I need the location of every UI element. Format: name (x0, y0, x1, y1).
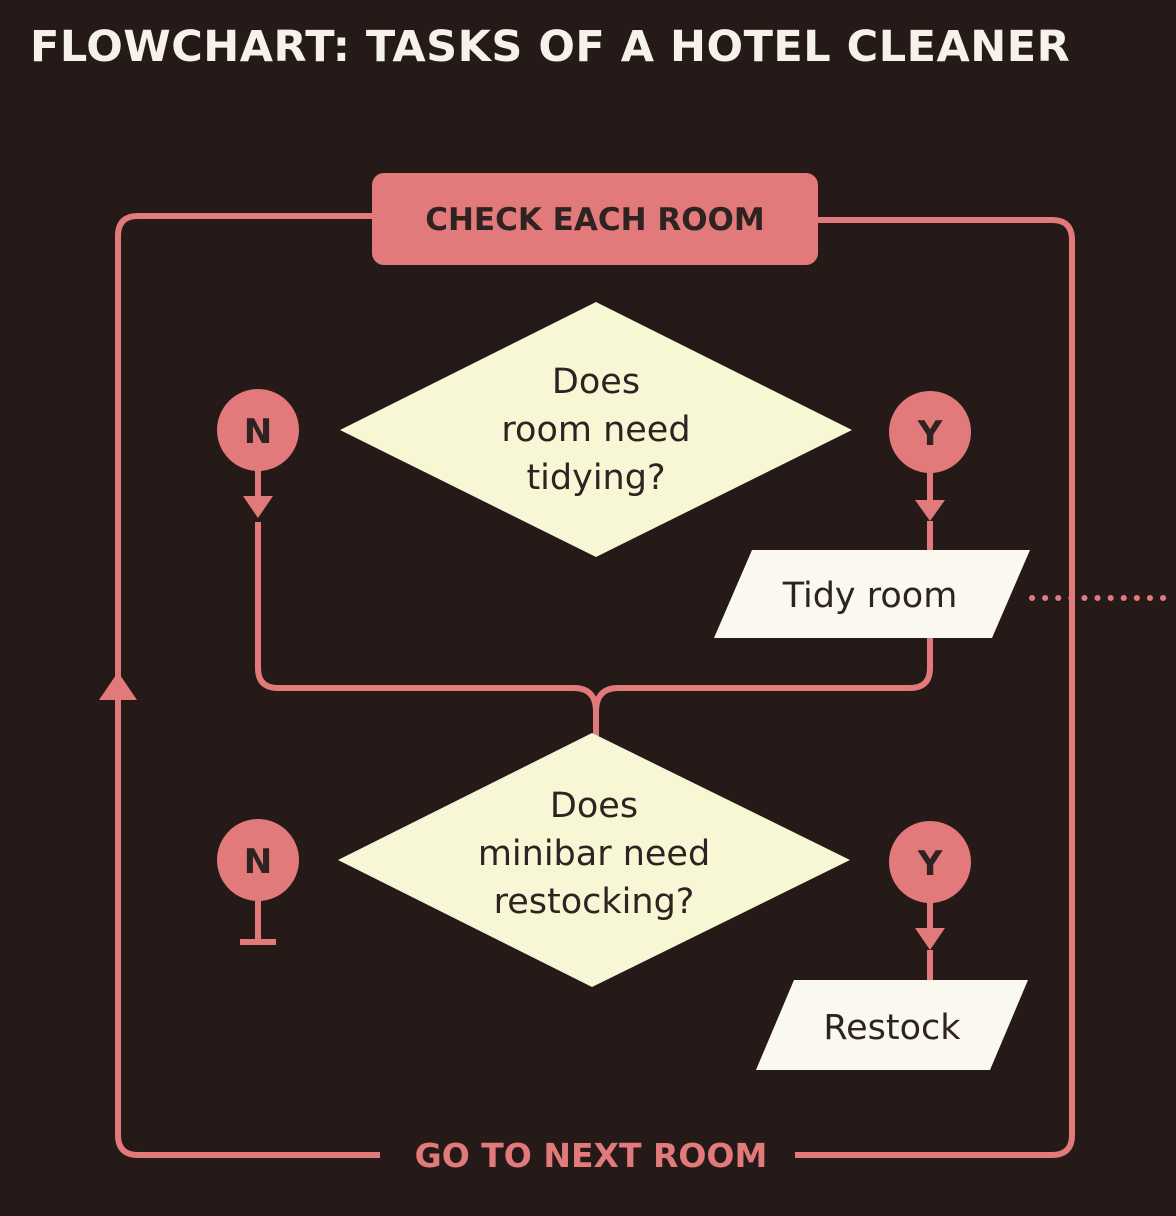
loop-connector-right (795, 217, 1075, 1158)
decision-1-line-3: tidying? (526, 458, 665, 498)
decision-1-line-1: Does (552, 362, 640, 402)
yes-label-1: Y (917, 414, 943, 454)
restock-box (756, 980, 1028, 1070)
no-label-1: N (244, 412, 272, 452)
decision-2-line-1: Does (550, 786, 638, 826)
start-box (372, 173, 818, 265)
no-label-2: N (244, 842, 272, 882)
no-arrow-1 (243, 496, 273, 518)
start-label: CHECK EACH ROOM (425, 202, 765, 238)
decision-1-line-2: room need (501, 410, 690, 450)
yes-arrow-2 (915, 928, 945, 950)
yes-badge-2 (889, 821, 971, 903)
loop-up-arrow (99, 672, 137, 700)
decision-2-line-2: minibar need (478, 834, 710, 874)
decision-diamond-2 (338, 733, 850, 987)
tidy-room-box (714, 550, 1030, 638)
decision-2-line-3: restocking? (494, 882, 695, 922)
yes-arrow-1 (915, 500, 945, 521)
restock-label: Restock (823, 1008, 961, 1048)
no-badge-2 (217, 819, 299, 901)
end-label: GO TO NEXT ROOM (415, 1136, 768, 1175)
tidy-room-label: Tidy room (782, 576, 958, 616)
page-title: FLOWCHART: TASKS OF A HOTEL CLEANER (30, 22, 1071, 72)
decision-diamond-1 (340, 302, 852, 557)
yes-badge-1 (889, 391, 971, 473)
no-badge-1 (217, 389, 299, 471)
yes-label-2: Y (917, 844, 943, 884)
